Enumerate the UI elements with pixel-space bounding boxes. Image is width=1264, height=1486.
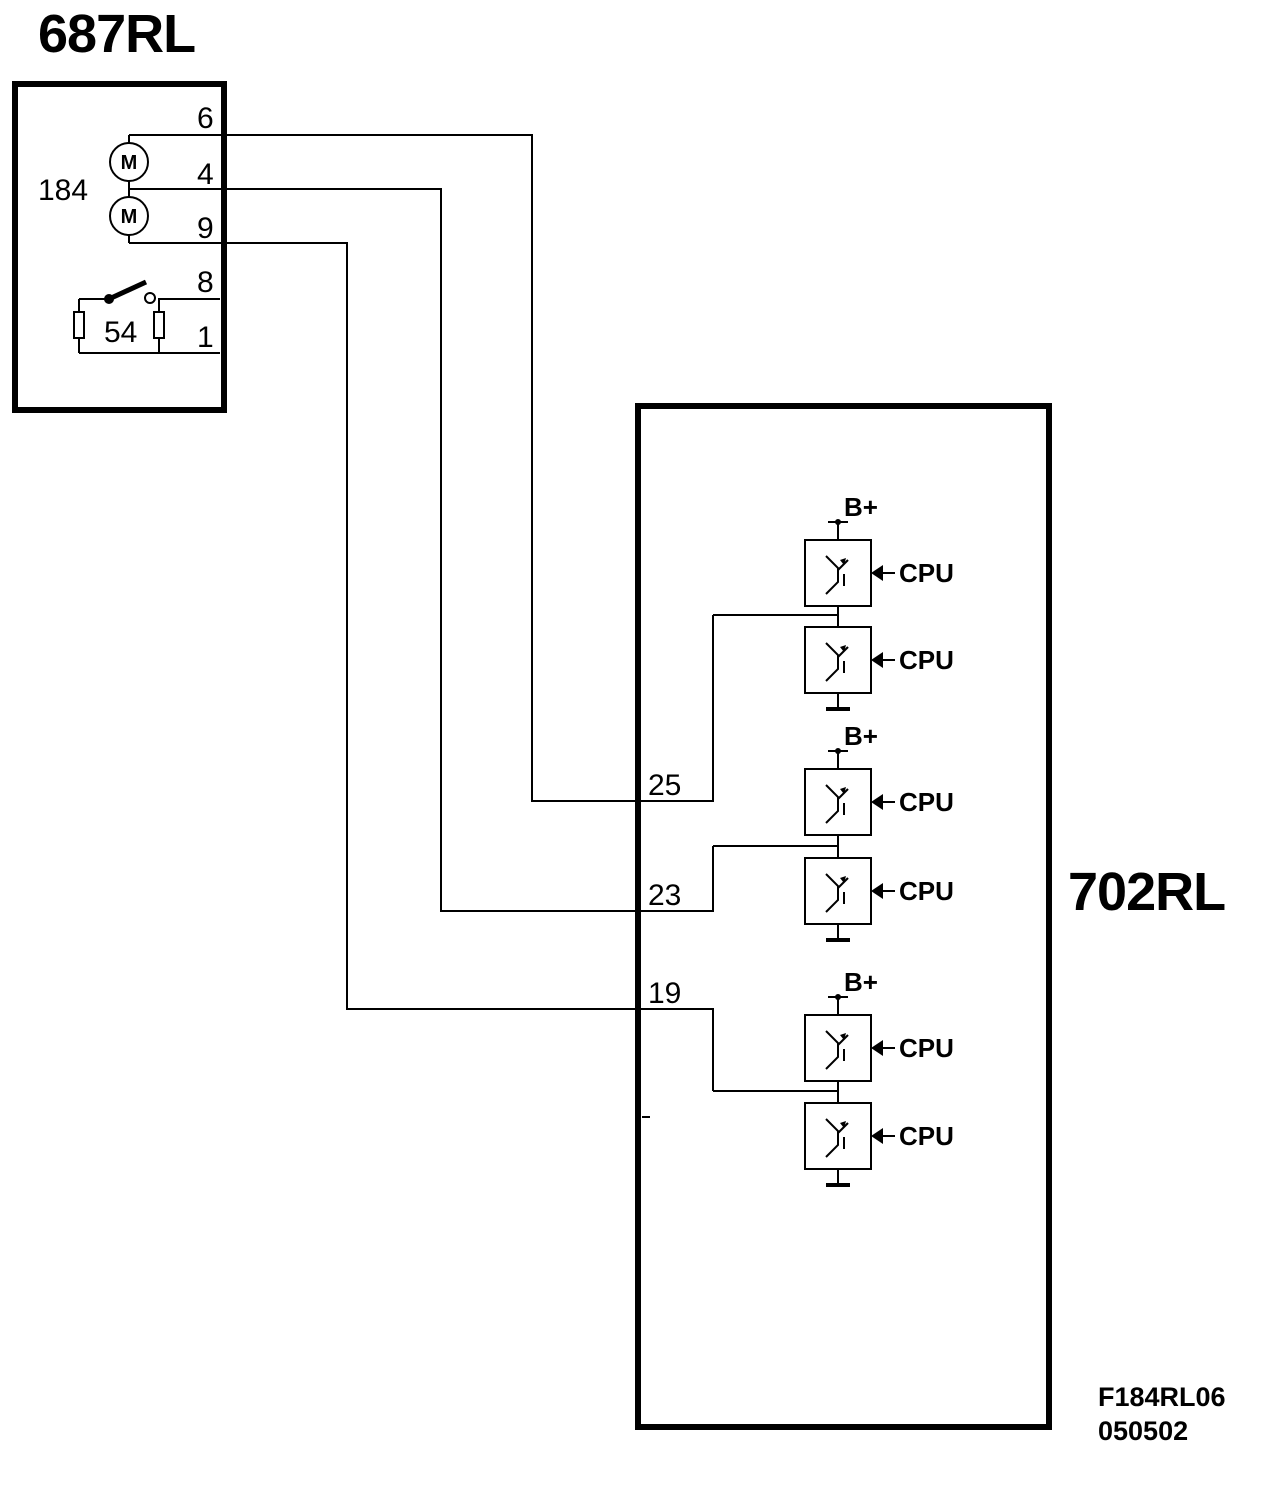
- pin-1-label: 1: [197, 321, 214, 354]
- transistor-emitter-icon-high-0: [837, 559, 849, 571]
- motor-ref-label: 184: [38, 174, 88, 207]
- transistor-arrow-icon-high-1: [840, 787, 846, 794]
- transistor-arrow-icon-high-2: [840, 1033, 846, 1040]
- wire-6-25: [129, 134, 714, 802]
- transistor-emitter-icon-low-1: [837, 877, 849, 889]
- component-687rl-box: [12, 81, 227, 413]
- switch-network: 54: [73, 279, 220, 354]
- supply-label-0: B+: [844, 492, 878, 522]
- transistor-emitter-icon-low-0: [837, 646, 849, 658]
- pin-19-label: 19: [648, 977, 681, 1010]
- switch-ref-label: 54: [104, 316, 137, 349]
- supply-label-2: B+: [844, 967, 878, 997]
- figure-code: F184RL06: [1098, 1382, 1226, 1412]
- resistor-left-icon: [73, 311, 85, 339]
- motor-lower-letter: M: [121, 206, 138, 228]
- cpu-arrow-icon-low-0: [871, 652, 883, 668]
- motor-upper-icon: M: [109, 135, 149, 182]
- pin-25-label: 25: [648, 769, 681, 802]
- pin-9-label: 9: [197, 212, 214, 245]
- transistor-arrow-icon-low-2: [840, 1121, 846, 1128]
- cpu-arrow-icon-high-2: [871, 1040, 883, 1056]
- component-687rl-label: 687RL: [38, 4, 195, 64]
- cpu-arrow-icon-high-0: [871, 565, 883, 581]
- wire-9-19: [129, 242, 714, 1091]
- cpu-label-high-1: CPU: [899, 787, 954, 817]
- transistor-icon-low-2: [825, 1118, 839, 1158]
- transistor-arrow-icon-high-0: [840, 558, 846, 565]
- half-bridge-drivers: B+ CPU CPU B+ CPU CPU B+ CPU CPU: [713, 492, 954, 1187]
- motor-lower-icon: M: [109, 196, 149, 243]
- pin-23-label: 23: [648, 879, 681, 912]
- transistor-icon-high-0: [825, 555, 839, 595]
- cpu-arrow-icon-low-2: [871, 1128, 883, 1144]
- switch-contact-icon: [144, 292, 156, 304]
- component-702rl-label: 702RL: [1068, 862, 1225, 922]
- transistor-emitter-icon-low-2: [837, 1122, 849, 1134]
- transistor-icon-high-2: [825, 1030, 839, 1070]
- transistor-arrow-icon-low-0: [840, 645, 846, 652]
- transistor-icon-low-0: [825, 642, 839, 682]
- transistor-emitter-icon-high-1: [837, 788, 849, 800]
- pin-4-label: 4: [197, 158, 214, 191]
- cpu-label-high-2: CPU: [899, 1033, 954, 1063]
- switch-lever-icon: [107, 279, 148, 302]
- cpu-arrow-icon-low-1: [871, 883, 883, 899]
- transistor-icon-high-1: [825, 784, 839, 824]
- resistor-right-icon: [153, 311, 165, 339]
- transistor-icon-low-1: [825, 873, 839, 913]
- figure-date: 050502: [1098, 1416, 1188, 1446]
- transistor-emitter-icon-high-2: [837, 1034, 849, 1046]
- transistor-arrow-icon-low-1: [840, 876, 846, 883]
- cpu-label-low-2: CPU: [899, 1121, 954, 1151]
- supply-label-1: B+: [844, 721, 878, 751]
- wire-4-23: [129, 188, 714, 912]
- pin-8-label: 8: [197, 266, 214, 299]
- cpu-label-low-0: CPU: [899, 645, 954, 675]
- motor-upper-letter: M: [121, 152, 138, 174]
- cpu-label-high-0: CPU: [899, 558, 954, 588]
- component-702rl-box: [635, 403, 1052, 1430]
- cpu-label-low-1: CPU: [899, 876, 954, 906]
- pin-6-label: 6: [197, 102, 214, 135]
- cpu-arrow-icon-high-1: [871, 794, 883, 810]
